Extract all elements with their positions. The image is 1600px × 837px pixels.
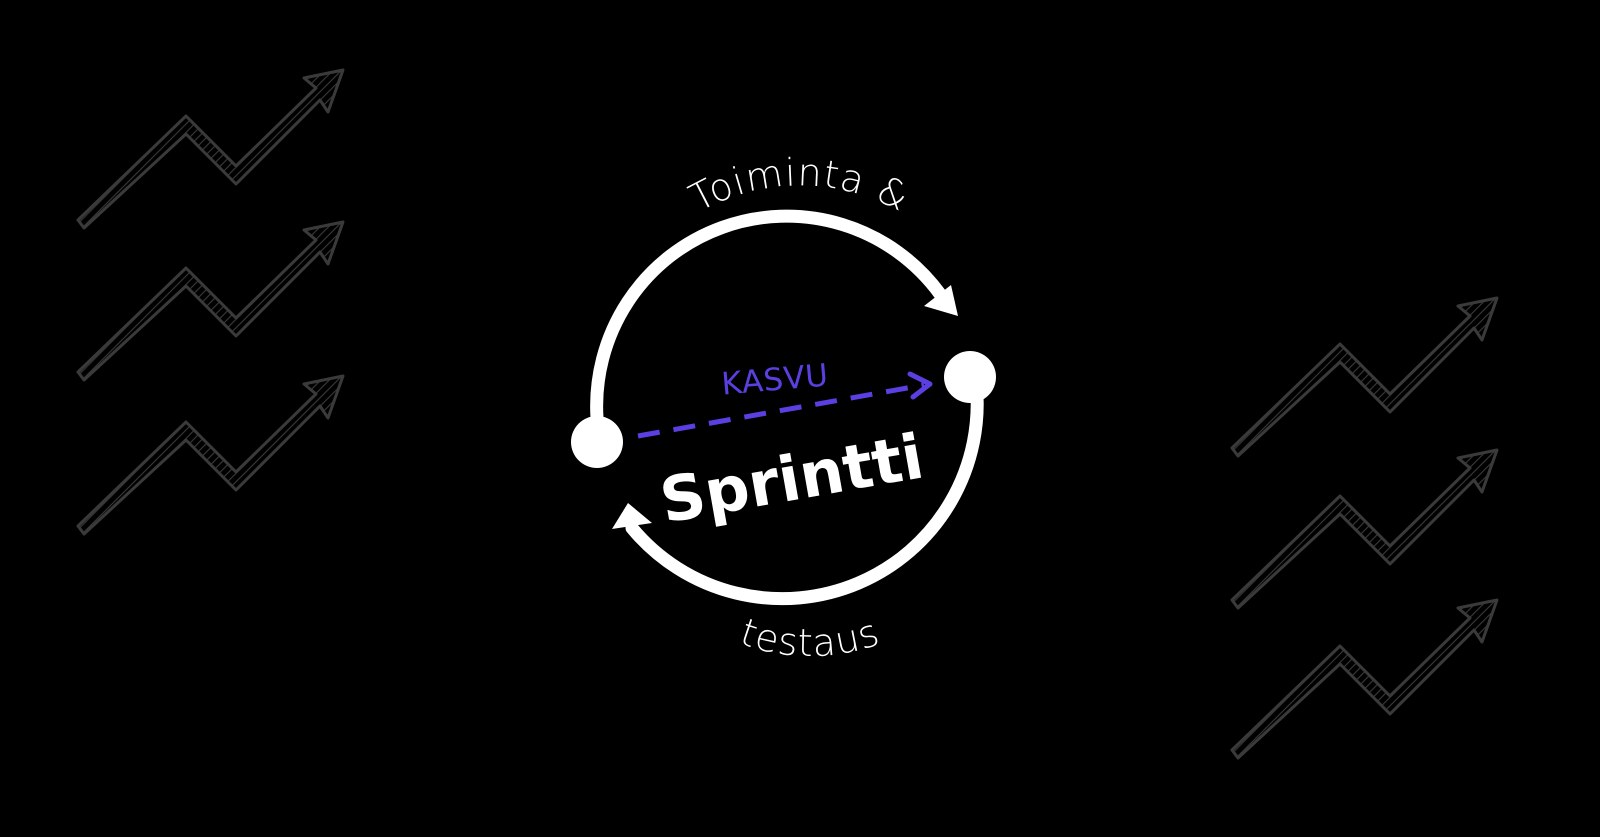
end-node bbox=[944, 351, 996, 403]
growth-arrow bbox=[637, 371, 933, 439]
decor-left-group bbox=[76, 68, 345, 536]
top-cycle-arc bbox=[590, 209, 947, 425]
growth-arrowhead-icon bbox=[907, 371, 933, 400]
zigzag-up-arrow-icon bbox=[1230, 448, 1499, 610]
zigzag-up-arrow-icon bbox=[76, 220, 345, 382]
center-title: Sprintti bbox=[655, 420, 929, 538]
bottom-cycle-arc bbox=[625, 375, 984, 606]
zigzag-up-arrow-icon bbox=[1230, 598, 1499, 760]
zigzag-up-arrow-icon bbox=[76, 68, 345, 230]
growth-label: KASVU bbox=[720, 357, 830, 402]
bottom-arc-arrowhead-icon bbox=[612, 503, 652, 529]
top-arc-arrowhead-icon bbox=[924, 285, 958, 316]
cycle bbox=[571, 209, 996, 606]
top-arc-label: Toiminta & bbox=[682, 150, 916, 220]
zigzag-up-arrow-icon bbox=[1230, 296, 1499, 458]
zigzag-up-arrow-icon bbox=[76, 374, 345, 536]
start-node bbox=[571, 416, 623, 468]
bottom-arc-label: testaus bbox=[735, 610, 885, 665]
decor-right-group bbox=[1230, 296, 1499, 760]
